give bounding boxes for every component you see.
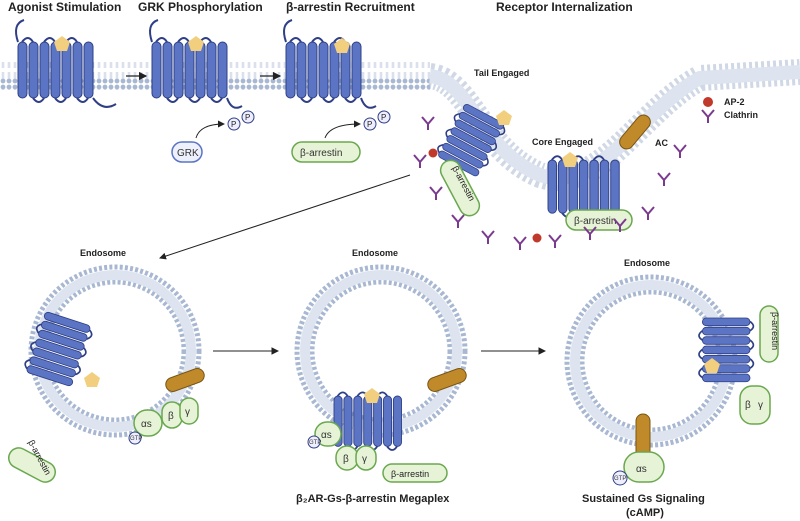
gtp-e2-label: GTP (309, 440, 321, 446)
phospho-grk-1 (227, 117, 241, 131)
ap2-1 (428, 148, 438, 158)
gtp-e1 (128, 431, 142, 445)
g-gamma-e2-label: γ (362, 454, 367, 465)
g-gamma-e2 (355, 445, 377, 471)
phospho-arr-2-label: P (381, 113, 386, 122)
g-beta-e2-label: β (343, 454, 349, 465)
ligand-tail-engaged (496, 110, 512, 125)
g-gamma-e3-label: γ (758, 400, 763, 411)
ap2-legend-marker (703, 97, 713, 107)
grk-label: GRK (177, 148, 199, 159)
sustained-caption-line2: (cAMP) (626, 507, 664, 519)
endosome-3-label: Endosome (624, 258, 670, 268)
core-engaged-label: Core Engaged (532, 137, 593, 147)
arrestin-pill-e3 (759, 305, 779, 363)
ligand-endosome-1 (84, 372, 100, 387)
endosome-2-label: Endosome (352, 248, 398, 258)
endosome-1-label: Endosome (80, 248, 126, 258)
ac-cylinder-top (619, 114, 651, 150)
receptor-grk (149, 19, 243, 109)
receptor-core-engaged (547, 155, 621, 218)
arrestin-pill-tail (439, 159, 481, 217)
ligand-agonist (54, 36, 70, 51)
phospho-grk-1-label: P (231, 120, 236, 129)
phospho-grk-2-label: P (245, 113, 250, 122)
ac-label-top: AC (655, 138, 668, 148)
ligand-endosome-2 (364, 388, 380, 403)
g-alpha-e3-label: αs (636, 464, 647, 475)
arrestin-pill-top-label: β-arrestin (300, 148, 342, 159)
gtp-e3-label: GTP (614, 476, 626, 482)
header-agonist-stimulation: Agonist Stimulation (8, 0, 121, 14)
ap2-2 (532, 233, 542, 243)
megaplex-caption: β₂AR-Gs-β-arrestin Megaplex (296, 493, 450, 505)
phospho-arr-2 (377, 110, 391, 124)
g-alpha-e2 (314, 421, 342, 447)
ligand-grk (188, 36, 204, 51)
ligand-core-engaged (562, 152, 578, 167)
g-beta-e1-label: β (168, 411, 174, 422)
arrow-to-endosome (159, 174, 411, 260)
g-alpha-e1-label: αs (141, 419, 152, 430)
arrestin-pill-core (565, 209, 633, 231)
phospho-grk-2 (241, 110, 255, 124)
clathrin-legend-marker (701, 109, 715, 124)
arrestin-core-label: β-arrestin (574, 216, 616, 227)
arrow-arrestin (324, 120, 361, 139)
receptor-arrestin (283, 19, 377, 109)
g-gamma-e1 (179, 397, 199, 425)
arrestin-pill-e2 (382, 463, 448, 483)
arrestin-e2-label: β-arrestin (391, 469, 429, 479)
g-alpha-e3 (623, 451, 665, 483)
g-alpha-e2-label: αs (321, 430, 332, 441)
arrestin-e3-label: β-arrestin (770, 312, 780, 350)
plasma-membrane (0, 59, 800, 191)
gtp-e1-label: GTP (130, 436, 142, 442)
g-gamma-e1-label: γ (185, 407, 190, 418)
arrestin-pill-e1 (8, 447, 56, 483)
clathrin-legend-label: Clathrin (724, 110, 758, 120)
arrestin-pill-top (291, 141, 361, 163)
header-grk-phosphorylation: GRK Phosphorylation (138, 0, 263, 14)
tail-engaged-label: Tail Engaged (474, 68, 529, 78)
ac-cylinder-2 (427, 368, 467, 392)
ac-cylinder-1 (165, 368, 205, 392)
phospho-arr-1-label: P (367, 120, 372, 129)
receptor-endosome-1 (21, 309, 96, 389)
header-receptor-internalization: Receptor Internalization (496, 0, 633, 14)
sustained-caption-line1: Sustained Gs Signaling (582, 493, 705, 505)
gtp-e3 (612, 470, 628, 486)
grk-pill (171, 141, 203, 163)
phospho-arr-1 (363, 117, 377, 131)
g-alpha-e1 (133, 409, 163, 437)
arrow-grk (195, 120, 225, 139)
g-betagamma-e3 (739, 385, 771, 425)
ap2-legend-label: AP-2 (724, 97, 745, 107)
header-arrestin-recruitment: β-arrestin Recruitment (286, 0, 415, 14)
g-beta-e3-label: β (745, 400, 751, 411)
gtp-e2 (307, 435, 321, 449)
receptor-agonist (15, 19, 117, 108)
